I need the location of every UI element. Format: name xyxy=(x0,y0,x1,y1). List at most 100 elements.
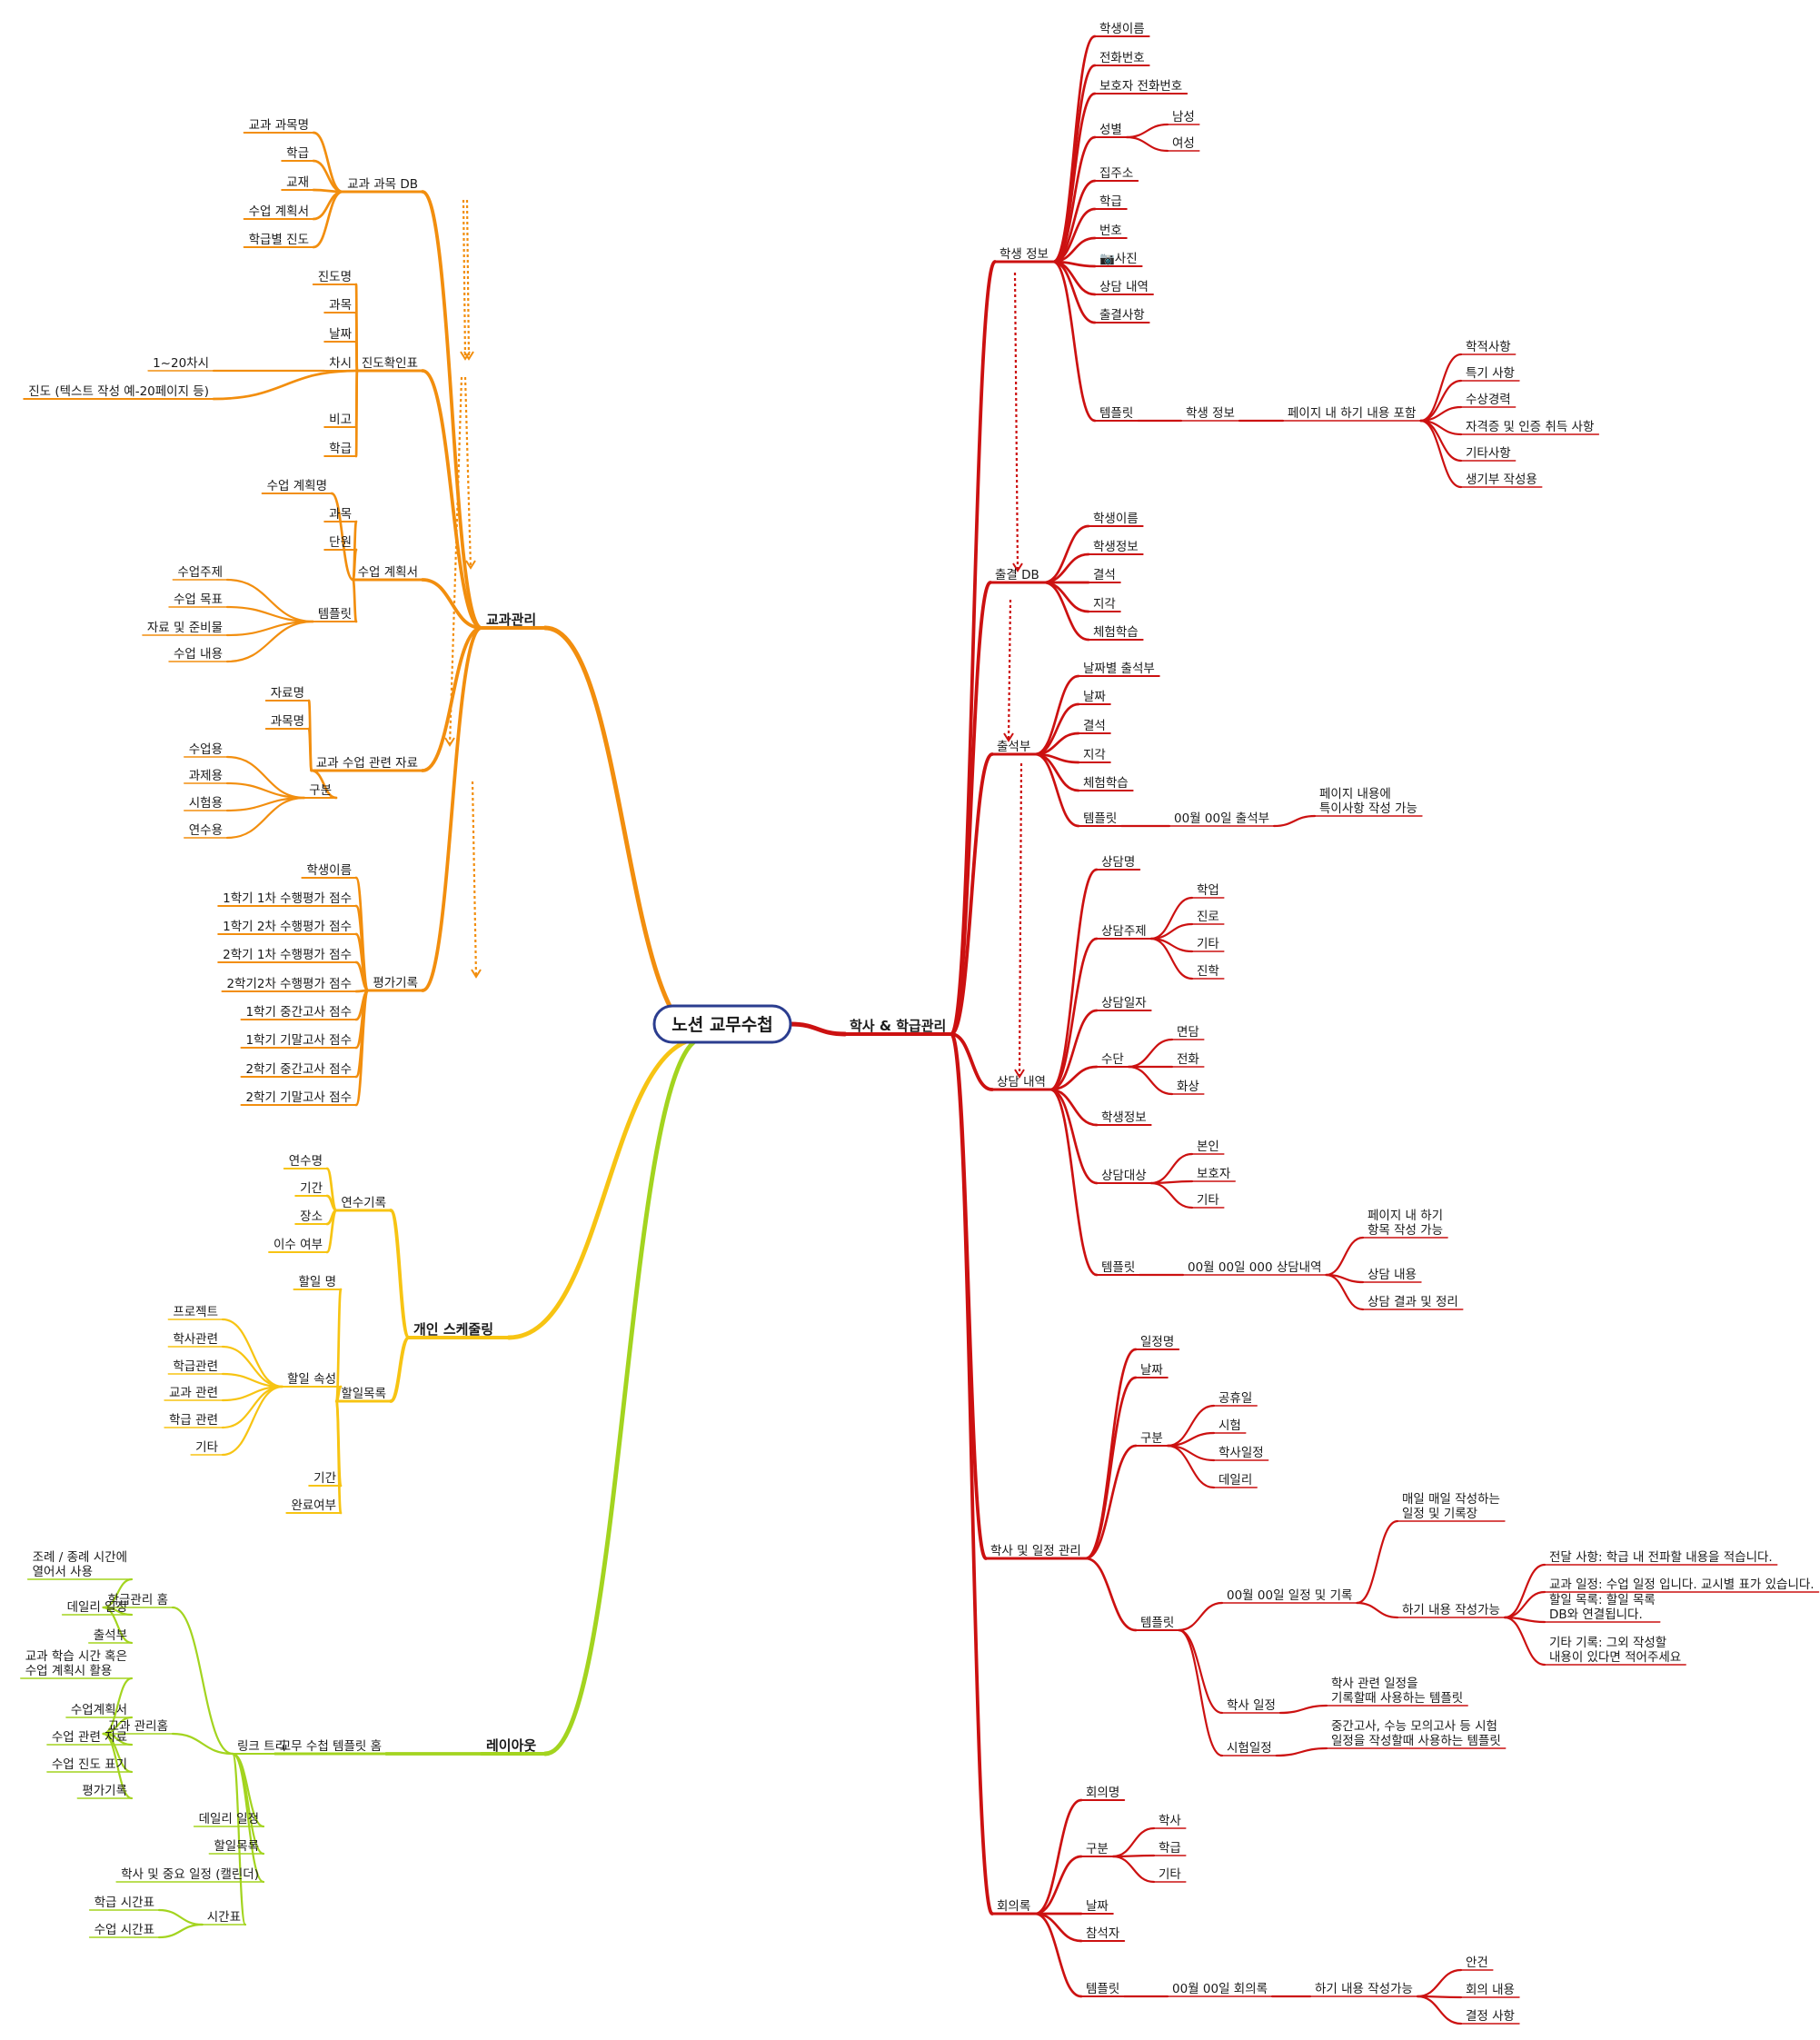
mind-map-node[interactable]: 기타 xyxy=(1191,1193,1225,1209)
mind-map-node[interactable]: 출석부 xyxy=(990,740,1037,756)
mind-map-node[interactable]: 학적사항 xyxy=(1460,340,1517,355)
mind-map-node[interactable]: 평가기록 xyxy=(76,1784,133,1799)
mind-map-node[interactable]: 00월 00일 회의록 xyxy=(1167,1982,1273,1997)
mind-map-node[interactable]: 교과 관련 xyxy=(164,1386,224,1401)
mind-map-node[interactable]: 링크 트리 xyxy=(232,1739,292,1755)
mind-map-node[interactable]: 날짜별 출석부 xyxy=(1078,662,1160,677)
mind-map-node[interactable]: 템플릿 xyxy=(1135,1616,1180,1631)
mind-map-node[interactable]: 할일 명 xyxy=(293,1275,342,1290)
mind-map-node[interactable]: 결석 xyxy=(1078,719,1111,734)
mind-map-node[interactable]: 진도확인표 xyxy=(355,356,424,373)
mind-map-node[interactable]: 연수기록 xyxy=(334,1196,393,1212)
mind-map-node[interactable]: 📷사진 xyxy=(1094,252,1143,267)
mind-map-node[interactable]: 체험학습 xyxy=(1078,776,1134,791)
mind-map-node[interactable]: 상담일자 xyxy=(1096,996,1152,1011)
mind-map-node[interactable]: 수업 관련 자료 xyxy=(46,1730,133,1746)
mind-map-node[interactable]: 날짜 xyxy=(1135,1363,1169,1378)
mind-map-node[interactable]: 수단 xyxy=(1096,1052,1129,1068)
mind-map-node[interactable]: 학생이름 xyxy=(1094,22,1150,37)
mind-map-node[interactable]: 1학기 1차 수행평가 점수 xyxy=(217,891,357,907)
mind-map-node[interactable]: 개인 스케줄링 xyxy=(406,1321,512,1340)
mind-map-node[interactable]: 학사 일정 xyxy=(1221,1698,1281,1714)
mind-map-node[interactable]: 학생정보 xyxy=(1096,1110,1152,1126)
mind-map-node[interactable]: 학업 xyxy=(1191,883,1225,899)
mind-map-node[interactable]: 날짜 xyxy=(1080,1899,1114,1915)
mind-map-node[interactable]: 템플릿 xyxy=(1078,811,1123,827)
mind-map-node[interactable]: 자료 및 준비물 xyxy=(142,621,228,636)
mind-map-node[interactable]: 여성 xyxy=(1167,136,1200,152)
mind-map-node[interactable]: 템플릿 xyxy=(1094,406,1139,422)
mind-map-node[interactable]: 학급 xyxy=(281,146,314,162)
mind-map-node[interactable]: 상담 결과 및 정리 xyxy=(1362,1295,1464,1310)
mind-map-node[interactable]: 상담주제 xyxy=(1096,924,1152,940)
mind-map-node[interactable]: 전화번호 xyxy=(1094,51,1150,66)
mind-map-node[interactable]: 학급 관련 xyxy=(164,1413,224,1428)
mind-map-node[interactable]: 교과 관리홈 xyxy=(102,1719,174,1735)
mind-map-node[interactable]: 교과 일정: 수업 일정 입니다. 교시별 표가 있습니다. xyxy=(1544,1577,1820,1593)
mind-map-node[interactable]: 1~20차시 xyxy=(147,356,214,372)
mind-map-node[interactable]: 구분 xyxy=(1135,1431,1169,1447)
mind-map-node[interactable]: 진로 xyxy=(1191,910,1225,925)
mind-map-node[interactable]: 지각 xyxy=(1088,597,1121,612)
mind-map-node[interactable]: 기타 xyxy=(190,1440,224,1456)
mind-map-node[interactable]: 상담명 xyxy=(1096,855,1141,871)
mind-map-node[interactable]: 교무 수첩 템플릿 홈 xyxy=(273,1739,388,1756)
mind-map-node[interactable]: 00월 00일 000 상담내역 xyxy=(1182,1260,1328,1276)
mind-map-node[interactable]: 기간 xyxy=(294,1181,328,1197)
mind-map-node[interactable]: 학생 정보 xyxy=(1180,406,1240,422)
mind-map-node[interactable]: 진도명 xyxy=(312,270,357,285)
mind-map-node[interactable]: 회의 내용 xyxy=(1460,1983,1520,1998)
mind-map-node[interactable]: 수업계획서 xyxy=(65,1703,133,1718)
mind-map-node[interactable]: 학급 xyxy=(1094,194,1128,210)
mind-map-node[interactable]: 학급 시간표 xyxy=(88,1896,160,1911)
root-node[interactable]: 노션 교무수첩 xyxy=(652,1004,792,1044)
mind-map-node[interactable]: 프로젝트 xyxy=(167,1305,224,1320)
mind-map-node[interactable]: 학생이름 xyxy=(1088,512,1144,527)
mind-map-node[interactable]: 할일 속성 xyxy=(282,1372,342,1388)
mind-map-node[interactable]: 연수용 xyxy=(184,823,228,839)
mind-map-node[interactable]: 평가기록 xyxy=(366,976,424,992)
mind-map-node[interactable]: 학사관련 xyxy=(167,1332,224,1348)
mind-map-node[interactable]: 단원 xyxy=(323,535,357,551)
mind-map-node[interactable]: 시간표 xyxy=(202,1910,246,1926)
mind-map-node[interactable]: 날짜 xyxy=(323,327,357,343)
mind-map-node[interactable]: 전달 사항: 학급 내 전파할 내용을 적습니다. xyxy=(1544,1550,1778,1566)
mind-map-node[interactable]: 1학기 중간고사 점수 xyxy=(240,1005,357,1020)
mind-map-node[interactable]: 안건 xyxy=(1460,1955,1494,1971)
mind-map-node[interactable]: 상담 내역 xyxy=(1094,280,1154,295)
mind-map-node[interactable]: 수업용 xyxy=(184,742,228,758)
mind-map-node[interactable]: 출석부 xyxy=(88,1628,133,1644)
mind-map-node[interactable]: 자격증 및 인증 취득 사항 xyxy=(1460,420,1600,435)
mind-map-node[interactable]: 기타사항 xyxy=(1460,446,1517,462)
mind-map-node[interactable]: 구분 xyxy=(303,783,337,799)
mind-map-node[interactable]: 수업 계획서 xyxy=(352,565,424,582)
mind-map-node[interactable]: 교과 과목 DB xyxy=(341,177,424,194)
mind-map-node[interactable]: 회의록 xyxy=(990,1899,1037,1916)
mind-map-node[interactable]: 과제용 xyxy=(184,769,228,784)
mind-map-node[interactable]: 공휴일 xyxy=(1213,1391,1258,1407)
mind-map-node[interactable]: 출결사항 xyxy=(1094,308,1150,323)
mind-map-node[interactable]: 템플릿 xyxy=(312,607,357,622)
mind-map-node[interactable]: 남성 xyxy=(1167,110,1200,125)
mind-map-node[interactable]: 학생 정보 xyxy=(993,247,1055,264)
mind-map-node[interactable]: 수업 시간표 xyxy=(88,1923,160,1938)
mind-map-node[interactable]: 수업 목표 xyxy=(168,592,228,608)
mind-map-node[interactable]: 수업 내용 xyxy=(168,647,228,662)
mind-map-node[interactable]: 과목명 xyxy=(264,714,310,730)
mind-map-node[interactable]: 자료명 xyxy=(264,686,310,702)
mind-map-node[interactable]: 학급 xyxy=(323,442,357,457)
mind-map-node[interactable]: 체험학습 xyxy=(1088,625,1144,641)
mind-map-node[interactable]: 2학기2차 수행평가 점수 xyxy=(221,977,357,992)
mind-map-node[interactable]: 2학기 1차 수행평가 점수 xyxy=(217,948,357,963)
mind-map-node[interactable]: 템플릿 xyxy=(1096,1260,1141,1276)
mind-map-node[interactable]: 학사 및 중요 일정 (캘린더) xyxy=(115,1867,264,1883)
mind-map-node[interactable]: 과목 xyxy=(323,507,357,522)
mind-map-node[interactable]: 회의명 xyxy=(1080,1786,1126,1801)
mind-map-node[interactable]: 집주소 xyxy=(1094,166,1139,182)
mind-map-node[interactable]: 학생이름 xyxy=(301,863,357,879)
